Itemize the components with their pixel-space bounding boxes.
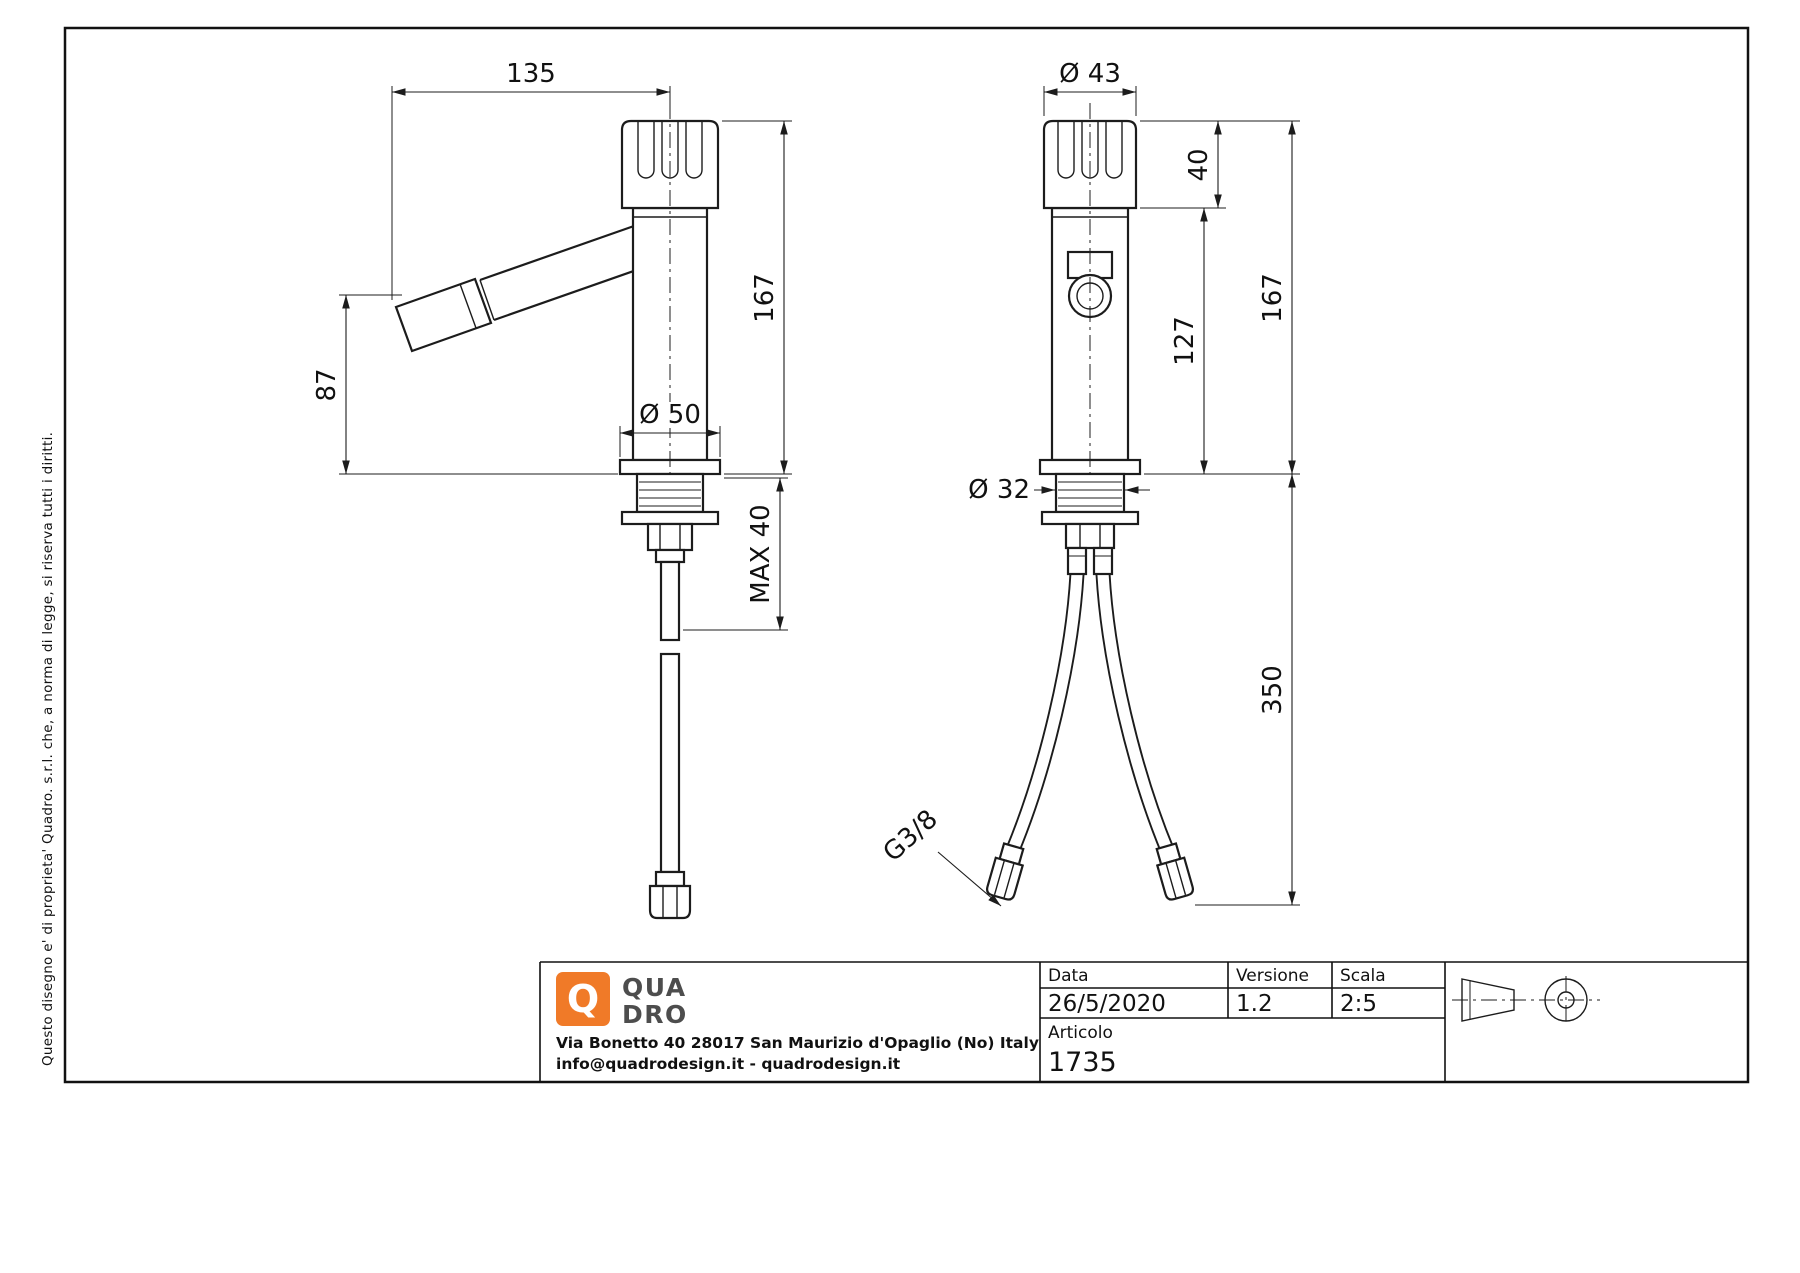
dimension-max-mounting: MAX 40 bbox=[683, 477, 788, 631]
handle-knurling bbox=[1057, 122, 1123, 179]
mounting-nut bbox=[1064, 522, 1116, 550]
dimension-label: 167 bbox=[1258, 273, 1288, 323]
field-label-versione: Versione bbox=[1236, 966, 1309, 986]
dimension-label: 167 bbox=[750, 273, 780, 323]
hose-fitting-right bbox=[1155, 842, 1195, 901]
hose-collars bbox=[1066, 546, 1114, 576]
hose-fitting bbox=[648, 884, 692, 920]
dimension-body-height-side: 167 bbox=[722, 120, 792, 475]
mounting-shank bbox=[635, 472, 705, 514]
quadro-logo: Q QUA DRO bbox=[556, 972, 688, 1029]
mounting-shank bbox=[1054, 472, 1126, 514]
handle-knurling bbox=[637, 122, 703, 179]
dimension-label: Ø 32 bbox=[968, 475, 1030, 505]
washer-plate bbox=[620, 510, 720, 526]
title-block: Q QUA DRO Via Bonetto 40 28017 San Mauri… bbox=[539, 961, 1748, 1082]
dimension-body-height-front: 167 bbox=[1258, 121, 1296, 474]
field-label-scala: Scala bbox=[1340, 966, 1386, 986]
side-view-drawing bbox=[394, 103, 722, 920]
field-value-scala: 2:5 bbox=[1340, 991, 1377, 1017]
hose-collar bbox=[654, 548, 686, 564]
control-knob bbox=[1066, 250, 1114, 319]
title-block-grid bbox=[539, 961, 1748, 1082]
field-label-articolo: Articolo bbox=[1048, 1023, 1113, 1043]
logo-word-top: QUA bbox=[622, 973, 687, 1002]
first-angle-projection-icon bbox=[1452, 976, 1600, 1024]
hose-fitting-left bbox=[985, 842, 1025, 901]
field-value-versione: 1.2 bbox=[1236, 991, 1273, 1017]
side-view-dimensions: 135 167 87 Ø 50 MAX 40 bbox=[312, 59, 792, 631]
dimension-lower-height: 127 bbox=[1144, 208, 1300, 475]
field-value-articolo: 1735 bbox=[1048, 1047, 1117, 1078]
dimension-top-diameter: Ø 43 bbox=[1043, 59, 1137, 116]
dimension-handle-height: 40 bbox=[1140, 120, 1300, 209]
dimension-label: MAX 40 bbox=[746, 504, 776, 603]
logo-word-bottom: DRO bbox=[622, 1000, 688, 1029]
dimension-thread: G3/8 bbox=[878, 804, 1002, 907]
supply-pipe-upper bbox=[659, 560, 681, 642]
dimension-hose-length: 350 bbox=[1195, 474, 1300, 906]
quadro-logo-icon bbox=[556, 972, 610, 1026]
dimension-label: 350 bbox=[1258, 665, 1288, 715]
aerator bbox=[394, 277, 493, 353]
thread-lines bbox=[1058, 481, 1122, 507]
dimension-spout-reach: 135 bbox=[391, 59, 671, 300]
supply-hose bbox=[659, 652, 681, 874]
dimension-label: 135 bbox=[506, 59, 556, 89]
company-contacts: info@quadrodesign.it - quadrodesign.it bbox=[556, 1055, 901, 1073]
dimension-label: Ø 50 bbox=[639, 400, 701, 430]
logo-q-letter: Q bbox=[567, 977, 599, 1021]
dimension-label: 87 bbox=[312, 368, 342, 401]
mounting-nut bbox=[646, 522, 694, 552]
washer-plate bbox=[1040, 510, 1140, 526]
dimension-base-diameter: Ø 50 bbox=[619, 400, 721, 457]
thread-lines bbox=[639, 481, 701, 507]
dimension-label: 127 bbox=[1170, 316, 1200, 366]
dimension-spout-height: 87 bbox=[312, 294, 618, 475]
dimension-shank-diameter: Ø 32 bbox=[968, 475, 1150, 505]
copyright-notice: Questo disegno e' di proprieta' Quadro. … bbox=[40, 432, 56, 1066]
dimension-label: 40 bbox=[1184, 148, 1214, 181]
supply-hoses bbox=[1005, 573, 1175, 855]
field-label-data: Data bbox=[1048, 966, 1089, 986]
sheet-border bbox=[63, 26, 1750, 1084]
spout bbox=[479, 224, 646, 322]
field-value-data: 26/5/2020 bbox=[1048, 991, 1166, 1017]
front-view-drawing bbox=[985, 103, 1195, 901]
dimension-label: Ø 43 bbox=[1059, 59, 1121, 89]
hose-ferrule bbox=[654, 870, 686, 888]
dimension-label: G3/8 bbox=[878, 804, 944, 868]
company-address: Via Bonetto 40 28017 San Maurizio d'Opag… bbox=[556, 1034, 1039, 1052]
